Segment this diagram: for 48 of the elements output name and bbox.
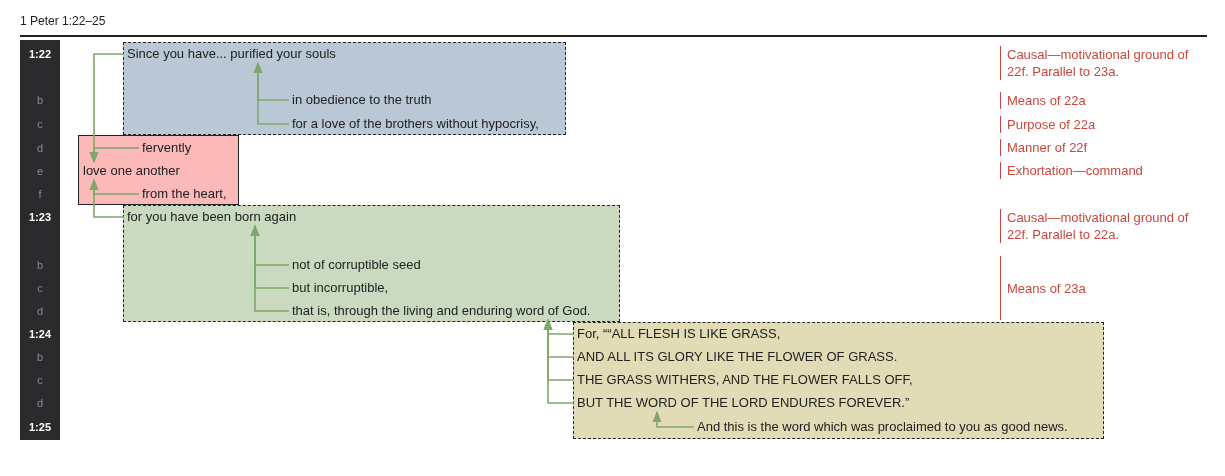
verse-number: d (35, 396, 45, 410)
verse-number: 1:23 (28, 210, 52, 224)
phrase-text: in obedience to the truth (292, 92, 432, 108)
annotation-note: Means of 23a (1000, 256, 1212, 320)
annotation-note: Manner of 22f (1000, 139, 1212, 156)
arrow (543, 318, 575, 404)
phrase-text: for a love of the brothers without hypocrisy, (292, 116, 539, 132)
verse-number: 1:24 (28, 327, 52, 341)
arrow (253, 61, 290, 125)
arrow (652, 410, 695, 428)
phrase-text: fervently (142, 140, 192, 156)
phrase-text: from the heart, (142, 186, 227, 202)
verse-number: 1:25 (28, 420, 52, 434)
verse-number: d (35, 304, 45, 318)
verse-number: c (36, 281, 44, 295)
verse-number: b (35, 350, 45, 364)
phrase-text: Since you have... purified your souls (127, 46, 336, 62)
verse-number: c (36, 373, 44, 387)
annotation-note: Exhortation—command (1000, 162, 1212, 179)
highlight-box (123, 42, 566, 135)
arrow (89, 178, 125, 218)
arrow (250, 224, 290, 312)
phrase-text: love one another (83, 163, 180, 179)
phrase-text: but incorruptible, (292, 280, 389, 296)
highlight-box (123, 205, 620, 322)
phrase-text: not of corruptible seed (292, 257, 421, 273)
highlight-box (573, 322, 1104, 439)
title: 1 Peter 1:22–25 (20, 14, 106, 28)
arrow (89, 147, 140, 164)
verse-number: d (35, 141, 45, 155)
phrase-text: BUT THE WORD OF THE LORD ENDURES FOREVER.” (577, 395, 910, 411)
verse-number: f (37, 187, 43, 201)
highlight-box (78, 135, 239, 205)
annotation-note: Purpose of 22a (1000, 116, 1212, 133)
verse-number: b (35, 93, 45, 107)
annotation-note: Causal—motivational ground of 22f. Parallel to 22a. (1000, 209, 1212, 243)
verse-number: b (35, 258, 45, 272)
phrase-text: AND ALL ITS GLORY LIKE THE FLOWER OF GRASS. (577, 349, 898, 365)
phrase-text: that is, through the living and enduring word of God. (292, 303, 591, 319)
phrase-text: And this is the word which was proclaimed to you as good news. (697, 419, 1068, 435)
phrase-text: For, ““ALL FLESH IS LIKE GRASS, (577, 326, 781, 342)
annotation-note: Causal—motivational ground of 22f. Parallel to 23a. (1000, 46, 1212, 80)
verse-number: c (36, 117, 44, 131)
verse-number: e (35, 164, 45, 178)
phrase-text: THE GRASS WITHERS, AND THE FLOWER FALLS OFF, (577, 372, 913, 388)
verse-number: 1:22 (28, 47, 52, 61)
annotation-note: Means of 22a (1000, 92, 1212, 109)
phrase-text: for you have been born again (127, 209, 297, 225)
